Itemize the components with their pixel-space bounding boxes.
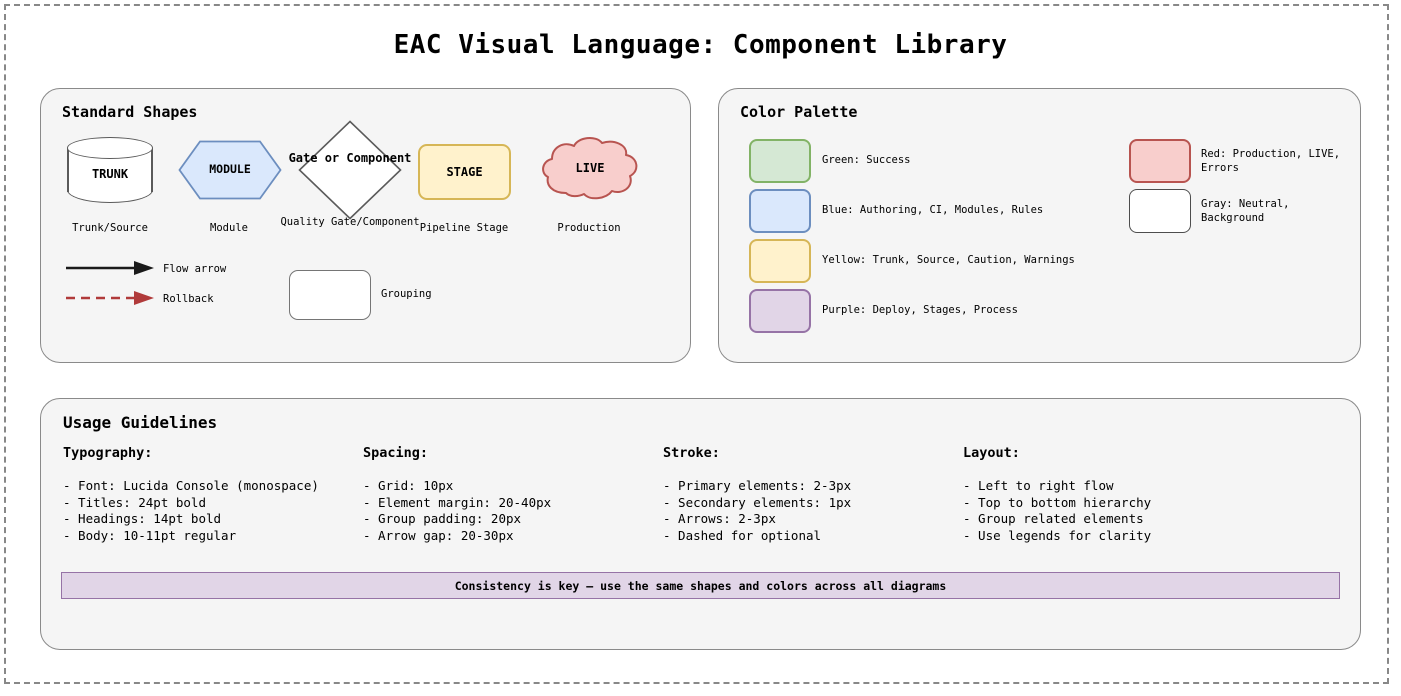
legend-flow-arrow-label: Flow arrow xyxy=(163,263,227,275)
swatch-red xyxy=(1129,139,1191,183)
cylinder-top-ellipse xyxy=(67,137,153,159)
usage-spacing-item: - Grid: 10px xyxy=(363,478,454,493)
shape-trunk-label: TRUNK xyxy=(91,167,129,181)
shape-module-caption: Module xyxy=(210,222,248,234)
shape-live-label: LIVE xyxy=(575,161,605,175)
swatch-purple xyxy=(749,289,811,333)
swatch-purple-label: Purple: Deploy, Stages, Process xyxy=(822,304,1018,316)
cylinder-side-right xyxy=(151,148,153,192)
swatch-gray xyxy=(1129,189,1191,233)
swatch-red-label: Red: Production, LIVE, Errors xyxy=(1201,148,1341,174)
usage-layout-item: - Use legends for clarity xyxy=(963,527,1152,543)
shape-live-cloud: LIVE xyxy=(538,135,642,203)
legend-grouping-box xyxy=(289,270,371,320)
usage-guidelines-title: Usage Guidelines xyxy=(63,413,218,432)
consistency-banner: Consistency is key – use the same shapes… xyxy=(61,572,1340,599)
usage-spacing-item: - Group padding: 20px xyxy=(363,511,522,526)
usage-layout-item: - Top to bottom hierarchy xyxy=(963,494,1152,510)
shape-module-hexagon: MODULE xyxy=(178,140,282,200)
swatch-gray-label: Gray: Neutral, Background xyxy=(1201,198,1290,224)
usage-typography-item: - Titles: 24pt bold xyxy=(63,494,206,510)
usage-layout-item: - Group related elements xyxy=(963,511,1144,526)
usage-column-stroke: Stroke: - Primary elements: 2-3px - Seco… xyxy=(663,445,851,544)
shape-trunk-caption: Trunk/Source xyxy=(72,222,148,234)
usage-guidelines-panel xyxy=(40,398,1361,650)
swatch-blue xyxy=(749,189,811,233)
usage-spacing-item: - Element margin: 20-40px xyxy=(363,494,552,510)
shape-module-label: MODULE xyxy=(209,162,251,176)
usage-stroke-item: - Primary elements: 2-3px xyxy=(663,478,852,493)
consistency-banner-text: Consistency is key – use the same shapes… xyxy=(454,578,947,593)
usage-spacing-item: - Arrow gap: 20-30px xyxy=(363,527,514,543)
legend-rollback-label: Rollback xyxy=(163,293,214,305)
usage-layout-item: - Left to right flow xyxy=(963,478,1114,493)
usage-stroke-item: - Dashed for optional xyxy=(663,527,822,543)
cylinder-side-left xyxy=(67,148,69,192)
swatch-blue-label: Blue: Authoring, CI, Modules, Rules xyxy=(822,204,1044,216)
usage-typography-item: - Font: Lucida Console (monospace) xyxy=(63,478,319,493)
usage-column-spacing: Spacing: - Grid: 10px - Element margin: … xyxy=(363,445,551,544)
usage-stroke-heading: Stroke: xyxy=(663,445,720,461)
shape-stage-caption: Pipeline Stage xyxy=(419,222,509,234)
usage-column-typography: Typography: - Font: Lucida Console (mono… xyxy=(63,445,319,544)
swatch-yellow xyxy=(749,239,811,283)
legend-flow-arrow xyxy=(66,258,154,282)
swatch-green-label: Green: Success xyxy=(822,154,911,166)
shape-gate-caption: Quality Gate/Component xyxy=(280,216,420,228)
legend-grouping-label: Grouping xyxy=(381,288,432,300)
usage-stroke-item: - Arrows: 2-3px xyxy=(663,511,776,526)
shape-stage-box: STAGE xyxy=(418,144,511,200)
usage-stroke-item: - Secondary elements: 1px xyxy=(663,494,852,510)
swatch-green xyxy=(749,139,811,183)
usage-spacing-heading: Spacing: xyxy=(363,445,429,461)
shape-gate-label: Gate or Component xyxy=(288,151,412,165)
usage-typography-item: - Body: 10-11pt regular xyxy=(63,527,237,543)
shape-live-caption: Production xyxy=(557,222,621,234)
swatch-yellow-label: Yellow: Trunk, Source, Caution, Warnings xyxy=(822,254,1075,266)
color-palette-panel xyxy=(718,88,1361,363)
shape-stage-label: STAGE xyxy=(446,165,483,179)
usage-layout-heading: Layout: xyxy=(963,445,1020,461)
usage-typography-heading: Typography: xyxy=(63,445,153,461)
usage-typography-item: - Headings: 14pt bold xyxy=(63,511,222,526)
legend-rollback-arrow xyxy=(66,288,154,312)
shape-gate-diamond: Gate or Component xyxy=(289,120,411,220)
usage-column-layout: Layout: - Left to right flow - Top to bo… xyxy=(963,445,1151,544)
color-palette-title: Color Palette xyxy=(740,103,858,121)
standard-shapes-title: Standard Shapes xyxy=(62,103,198,121)
page-title: EAC Visual Language: Component Library xyxy=(393,30,1008,60)
shape-trunk-cylinder: TRUNK xyxy=(67,137,153,203)
